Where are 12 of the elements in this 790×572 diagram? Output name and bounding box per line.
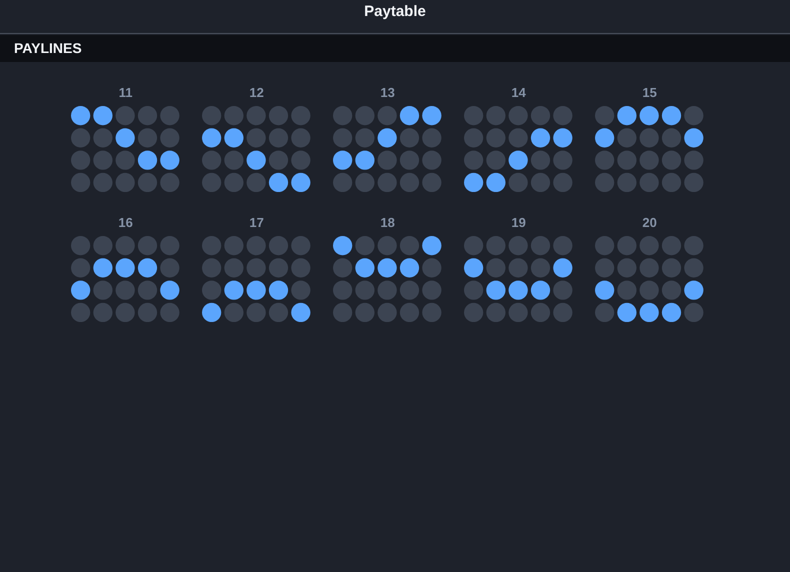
- payline-number: 16: [117, 215, 134, 230]
- page-title: Paytable: [364, 3, 426, 20]
- payline-number: 14: [510, 85, 527, 100]
- payline-number: 20: [641, 215, 658, 230]
- payline-number: 12: [248, 85, 265, 100]
- payline-number: 17: [248, 215, 265, 230]
- payline-number: 15: [641, 85, 658, 100]
- section-heading: PAYLINES: [14, 40, 82, 57]
- payline-number: 19: [510, 215, 527, 230]
- payline-number: 11: [118, 85, 134, 100]
- payline-number: 18: [379, 215, 396, 230]
- payline-number: 13: [379, 85, 396, 100]
